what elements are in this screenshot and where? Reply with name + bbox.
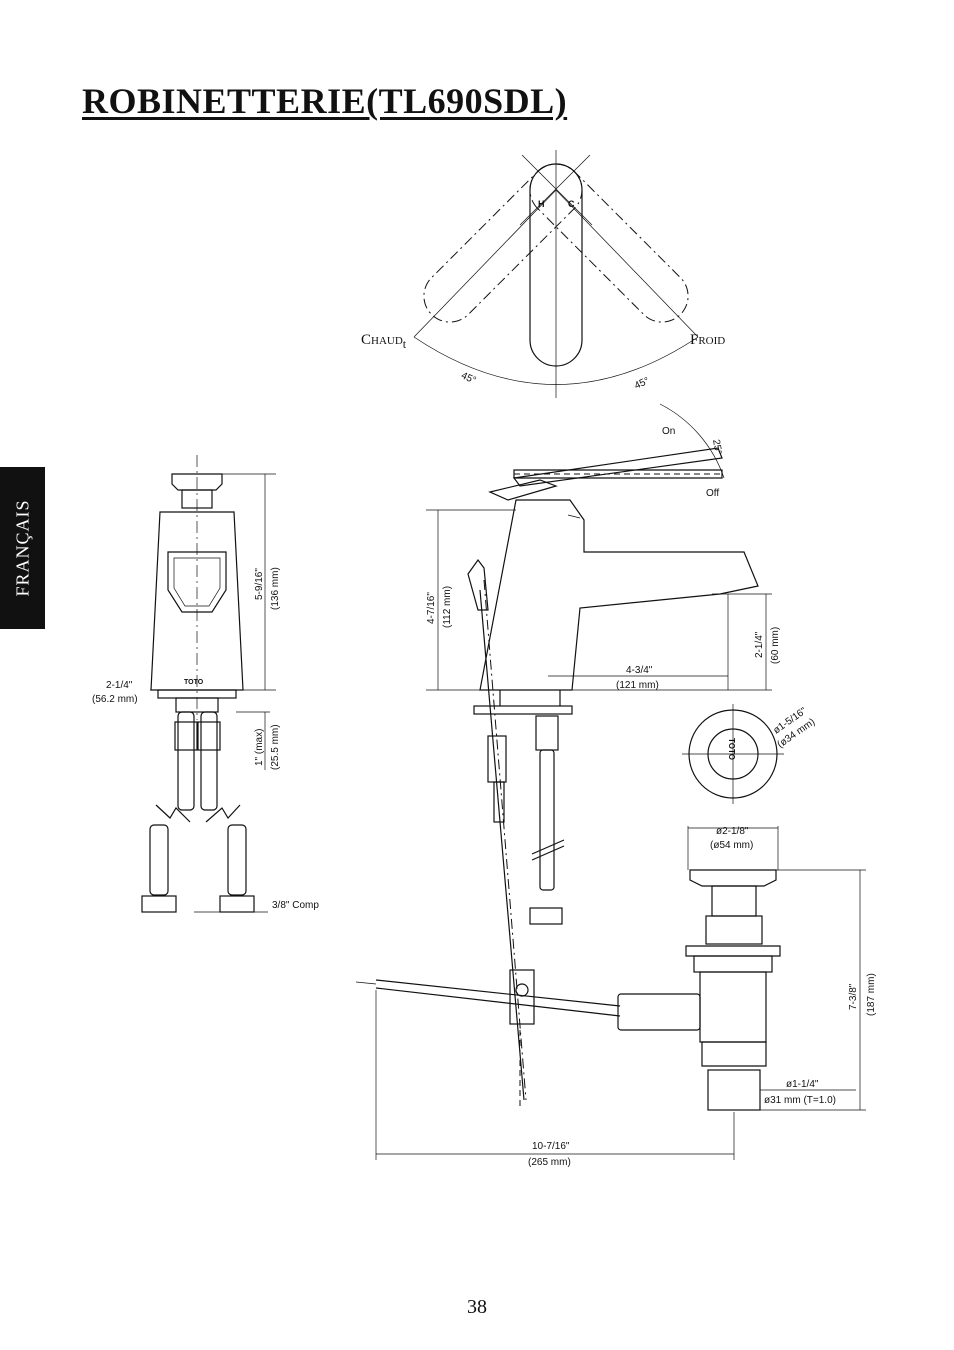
front-handle-stem — [181, 489, 213, 509]
side-lever-on — [512, 447, 723, 487]
break-line-left — [155, 804, 191, 823]
drain-height-in: 7-3/8" — [848, 983, 859, 1010]
front-shank-mm: (25.5 mm) — [270, 724, 281, 770]
nut-right — [219, 895, 255, 913]
cold-ray — [555, 189, 699, 338]
top-view: H C CHAUDt FROID 45° 45° — [361, 150, 725, 398]
front-lever-face — [167, 551, 227, 613]
lever-on-label: On — [662, 426, 675, 437]
pivot-clip — [509, 969, 535, 1025]
language-tab: FRANÇAIS — [0, 467, 45, 629]
angle-right-label: 45° — [633, 376, 651, 392]
pivot-rod — [375, 979, 621, 1007]
drain-flange-mm: (ø54 mm) — [710, 840, 753, 851]
side-body — [479, 499, 759, 691]
spout-reach-in: 4-3/4" — [626, 665, 653, 676]
front-base-in: 2-1/4" — [106, 680, 133, 691]
drain-body — [699, 971, 767, 1043]
overall-length-in: 10-7/16" — [532, 1141, 570, 1152]
lever-off-label: Off — [706, 488, 719, 499]
lever-angle-label: 25° — [710, 439, 723, 456]
drain-tail-in: ø1-1/4" — [786, 1079, 819, 1090]
front-height-mm: (136 mm) — [270, 567, 281, 610]
side-supply-nut — [529, 907, 563, 925]
page-title: ROBINETTERIE(TL690SDL) — [82, 81, 568, 121]
side-supply-hose — [539, 749, 555, 891]
supply-hose-right — [200, 711, 218, 811]
drain-tailpiece — [707, 1069, 761, 1111]
drain-cap-logo: TOTO — [727, 738, 736, 760]
front-logo: TOTO — [184, 679, 204, 686]
popup-knob — [467, 558, 489, 611]
drain-tail-mm: ø31 mm (T=1.0) — [764, 1095, 836, 1106]
front-base-mm: (56.2 mm) — [92, 694, 138, 705]
swing-arc — [413, 336, 699, 385]
overall-length-mm: (265 mm) — [528, 1157, 571, 1168]
spout-height-in: 2-1/4" — [754, 631, 765, 658]
drain-lock-nut — [685, 945, 781, 957]
side-lever-base — [488, 479, 558, 501]
body-height-mm: (112 mm) — [442, 586, 453, 628]
hot-label: CHAUDt — [361, 332, 407, 351]
lever-angle-arc — [659, 403, 725, 479]
angle-left-label: 45° — [459, 370, 477, 386]
side-lever-off — [513, 469, 723, 479]
drain-assembly: ø2-1/8" (ø54 mm) 7-3/8" (187 mm) ø1-1/4"… — [355, 826, 877, 1168]
drain-height-mm: (187 mm) — [866, 973, 877, 1016]
handle-h-mark: H — [538, 199, 545, 209]
top-view-diag-right — [519, 154, 591, 226]
supply-lower-right — [227, 824, 247, 896]
nut-left — [141, 895, 177, 913]
supply-lower-left — [149, 824, 169, 896]
side-base — [473, 705, 573, 715]
side-view: On Off 25° 4-7/16" (112 mm) 4-3/4" (121 … — [426, 403, 781, 1101]
supply-size-label: 3/8" Comp — [272, 900, 319, 911]
supply-hose-left — [177, 711, 195, 811]
hot-ray — [413, 189, 557, 338]
front-height-in: 5-9/16" — [254, 568, 265, 600]
handle-cold-position — [529, 163, 689, 323]
cold-label: FROID — [690, 332, 725, 348]
front-shank-in: 1" (max) — [254, 729, 265, 766]
handle-c-mark: C — [568, 199, 575, 209]
spout-reach-mm: (121 mm) — [616, 680, 659, 691]
drain-flange-in: ø2-1/8" — [716, 826, 749, 837]
handle-hot-position — [423, 163, 583, 323]
drain-pivot-housing — [617, 993, 701, 1031]
drain-cap-top-view: TOTO ø1-5/16" (ø34 mm) — [682, 704, 817, 804]
drain-flange — [689, 869, 777, 887]
page-number: 38 — [467, 1296, 487, 1318]
spout-height-mm: (60 mm) — [770, 627, 781, 664]
body-height-in: 4-7/16" — [426, 592, 437, 624]
break-line-right — [205, 804, 241, 823]
front-view: TOTO 5-9/16" (136 mm) 2-1/4" (56.2 mm) 1… — [92, 455, 319, 913]
top-view-diag-left — [521, 154, 593, 226]
popup-rod — [479, 589, 525, 1101]
